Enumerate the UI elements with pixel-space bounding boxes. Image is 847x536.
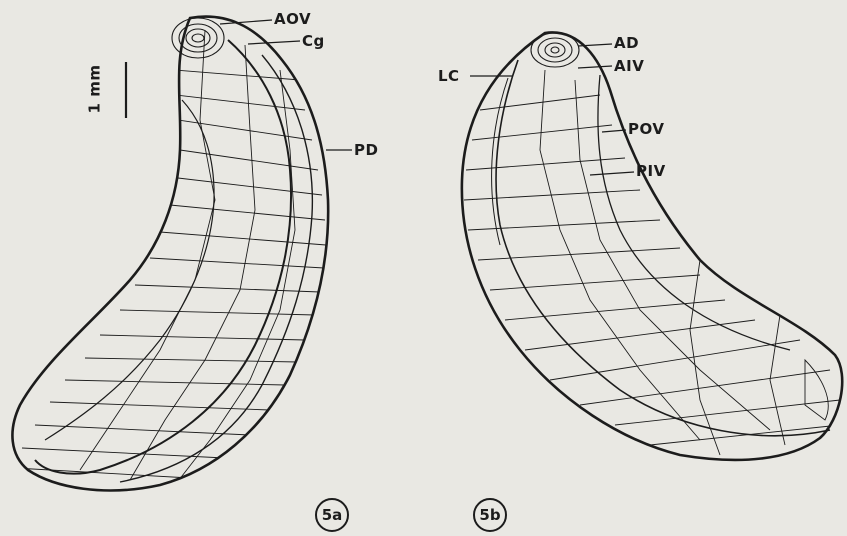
label-cg: Cg bbox=[302, 32, 325, 50]
specimen-tag-5a: 5a bbox=[315, 498, 349, 532]
specimen-5a-leaders bbox=[220, 20, 352, 150]
label-lc: LC bbox=[438, 67, 460, 85]
specimen-5b-leaders bbox=[470, 44, 634, 175]
label-aov: AOV bbox=[274, 10, 311, 28]
specimen-5a-outline bbox=[12, 17, 328, 491]
specimen-5a-apex bbox=[172, 18, 224, 58]
label-piv: PIV bbox=[636, 162, 666, 180]
label-aiv: AIV bbox=[614, 57, 644, 75]
specimen-5b-apex bbox=[531, 33, 579, 67]
label-pd: PD bbox=[354, 141, 378, 159]
scale-bar-label: 1 mm bbox=[85, 65, 103, 114]
label-pov: POV bbox=[628, 120, 664, 138]
specimen-5a-reticulation bbox=[15, 30, 326, 485]
specimen-tag-5b: 5b bbox=[473, 498, 507, 532]
specimen-5b-outline bbox=[462, 32, 842, 459]
label-ad: AD bbox=[614, 34, 639, 52]
